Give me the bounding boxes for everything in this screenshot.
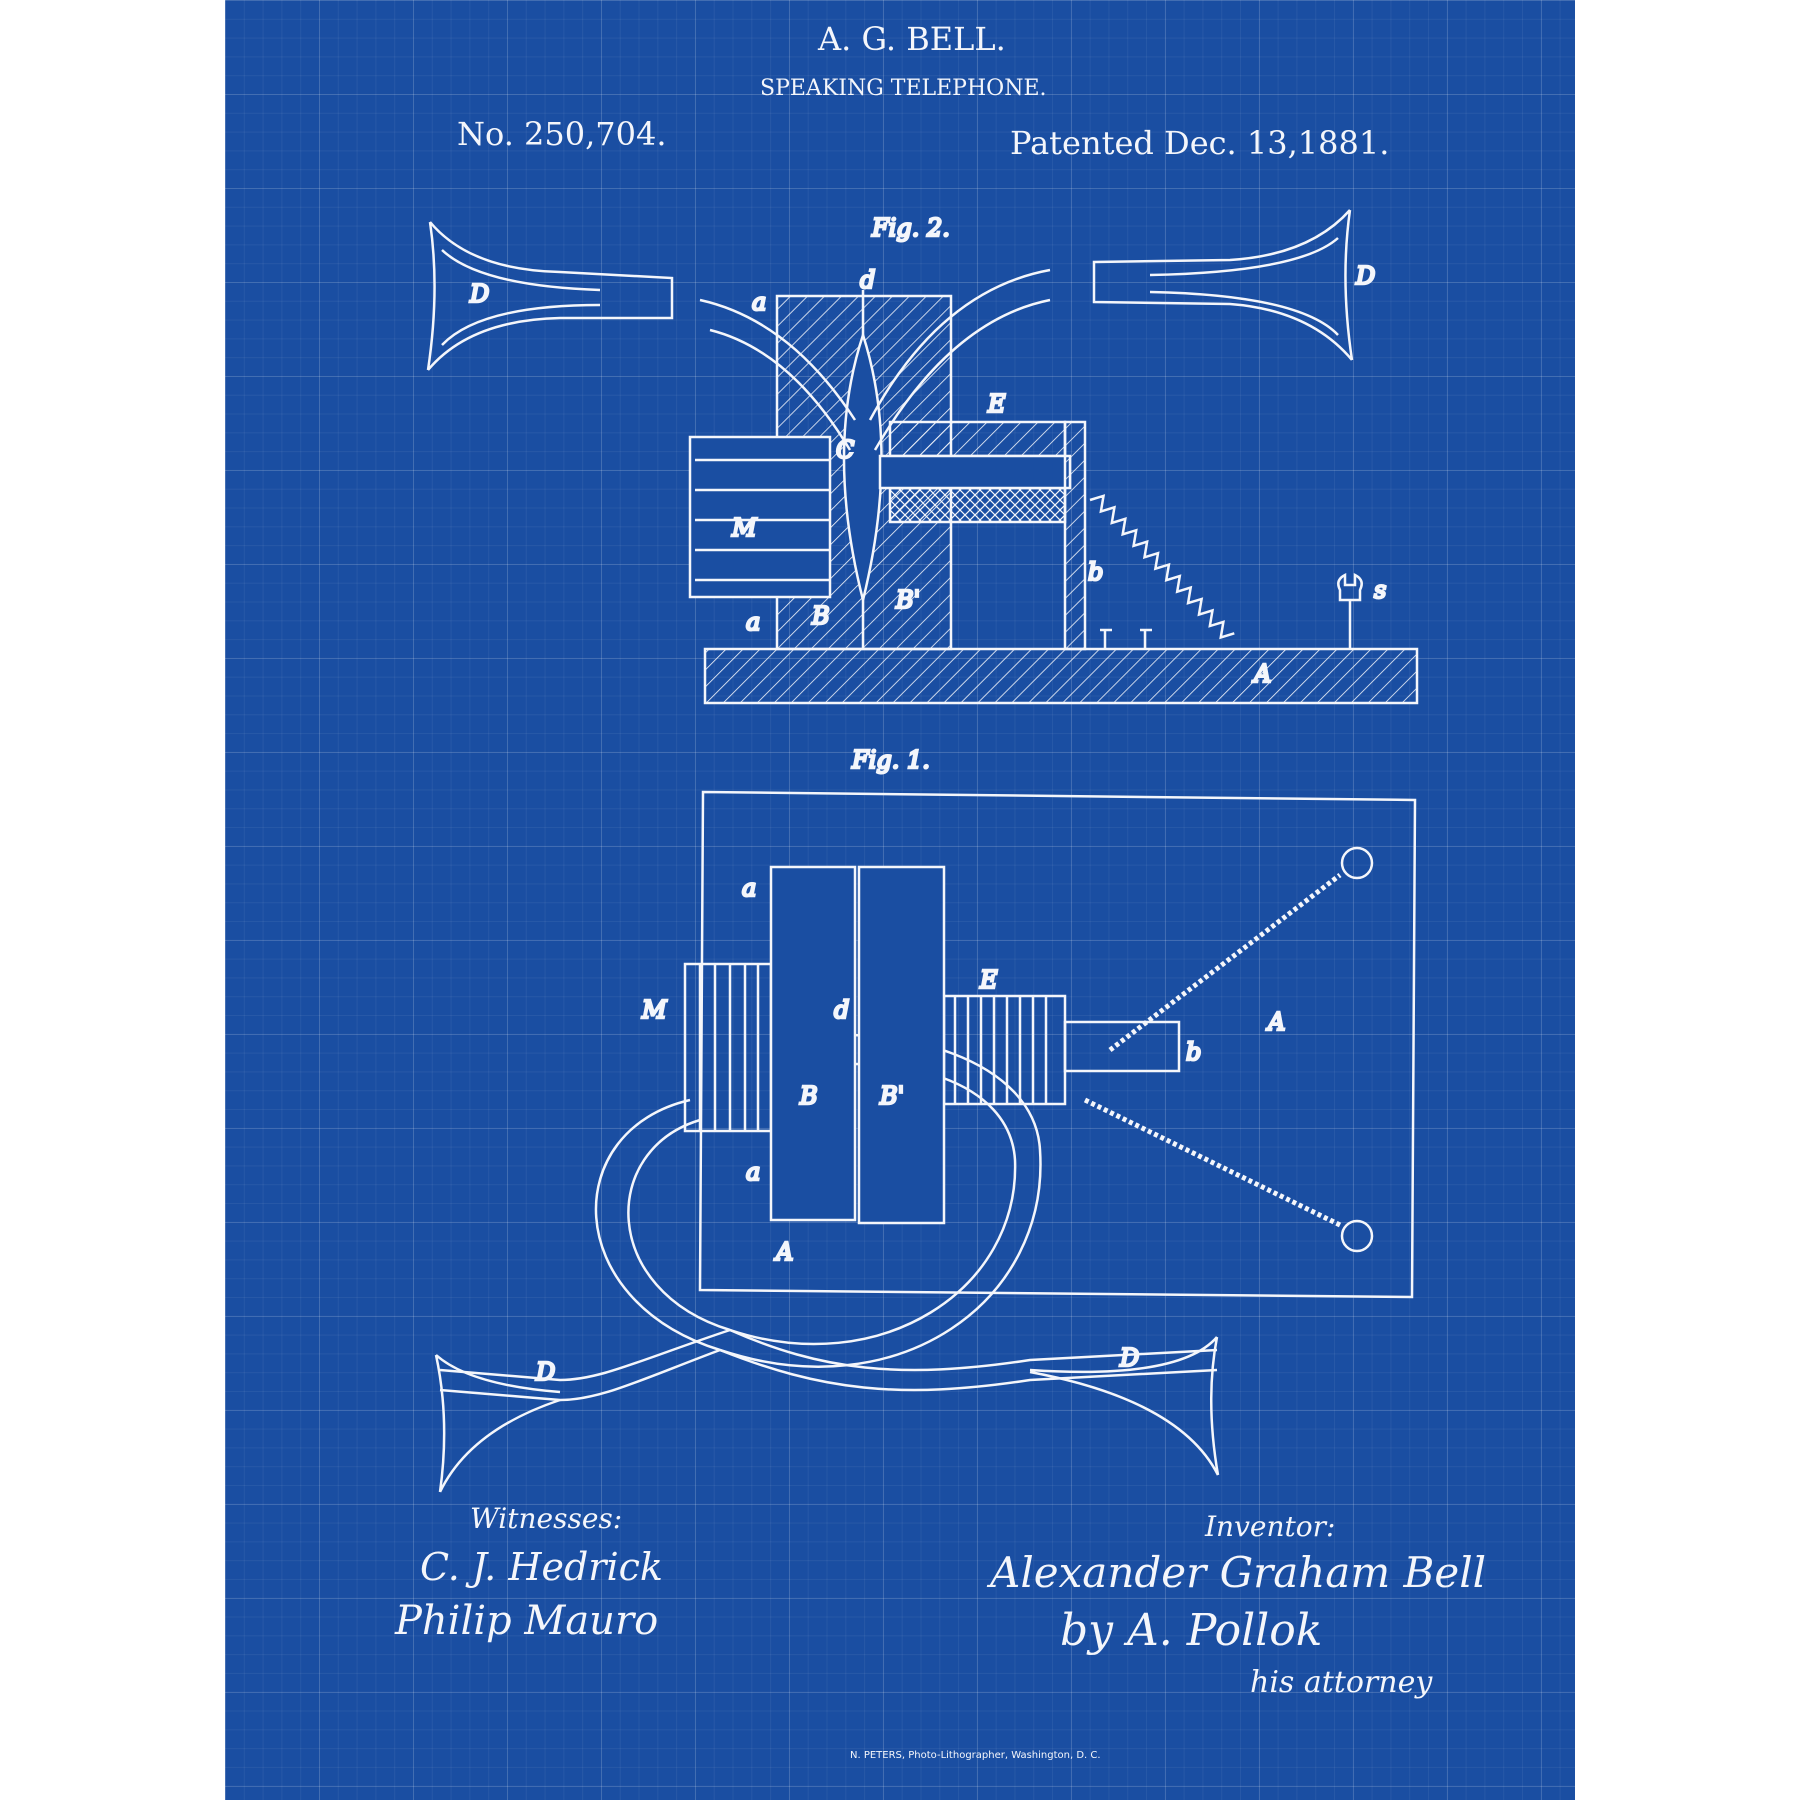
fig1-terminal-top bbox=[1342, 848, 1372, 878]
part-label: B' bbox=[895, 586, 920, 614]
fig2-terminal-screw bbox=[1338, 575, 1361, 649]
fig1-terminal-bottom bbox=[1342, 1221, 1372, 1251]
fig1-block-B bbox=[771, 867, 855, 1220]
part-label: E bbox=[979, 966, 998, 994]
attorney-signature: by A. Pollok bbox=[1060, 1605, 1322, 1656]
part-label: B' bbox=[879, 1082, 904, 1110]
lithographer-footer: N. PETERS, Photo-Lithographer, Washingto… bbox=[850, 1750, 1101, 1761]
part-label: a bbox=[752, 288, 766, 316]
part-label: a bbox=[742, 874, 756, 902]
inventor-signature: Alexander Graham Bell bbox=[990, 1548, 1486, 1597]
fig1-spring-top bbox=[1110, 875, 1340, 1050]
part-label: D bbox=[1355, 262, 1375, 290]
part-label: D bbox=[469, 280, 489, 308]
witness-signature-2: Philip Mauro bbox=[395, 1598, 658, 1644]
part-label: B bbox=[799, 1082, 818, 1110]
fig2-left-horn bbox=[428, 222, 672, 370]
part-label: A bbox=[774, 1238, 793, 1266]
part-label: A bbox=[1266, 1008, 1285, 1036]
fig2-base-A bbox=[705, 649, 1417, 703]
fig2-bracket-b bbox=[1065, 422, 1085, 649]
fig2-core bbox=[880, 456, 1070, 488]
part-label: d bbox=[860, 266, 875, 294]
part-label: s bbox=[1374, 576, 1386, 604]
part-label: a bbox=[746, 608, 760, 636]
part-label: d bbox=[834, 996, 849, 1024]
witness-signature-1: C. J. Hedrick bbox=[420, 1545, 663, 1589]
inventor-heading: Inventor: bbox=[1205, 1510, 1335, 1543]
part-label: b bbox=[1088, 558, 1103, 586]
part-label: D bbox=[1119, 1344, 1139, 1372]
part-label: A bbox=[1252, 660, 1271, 688]
witnesses-heading: Witnesses: bbox=[470, 1502, 622, 1535]
part-label: M bbox=[731, 514, 758, 542]
part-label: a bbox=[746, 1158, 760, 1186]
fig1-spring-bottom bbox=[1085, 1100, 1340, 1225]
part-label: E bbox=[987, 390, 1006, 418]
fig1-label: Fig. 1. bbox=[851, 746, 930, 774]
part-label: b bbox=[1186, 1038, 1201, 1066]
fig2-label: Fig. 2. bbox=[871, 214, 950, 242]
fig1-bracket-b bbox=[1065, 1022, 1179, 1071]
fig1-block-B-prime bbox=[859, 867, 944, 1223]
part-label: B bbox=[811, 602, 830, 630]
attorney-label: his attorney bbox=[1250, 1665, 1432, 1700]
part-label: D bbox=[535, 1358, 555, 1386]
part-label: C bbox=[836, 436, 854, 464]
part-label: M bbox=[641, 996, 668, 1024]
fig2-right-horn bbox=[1094, 210, 1352, 360]
